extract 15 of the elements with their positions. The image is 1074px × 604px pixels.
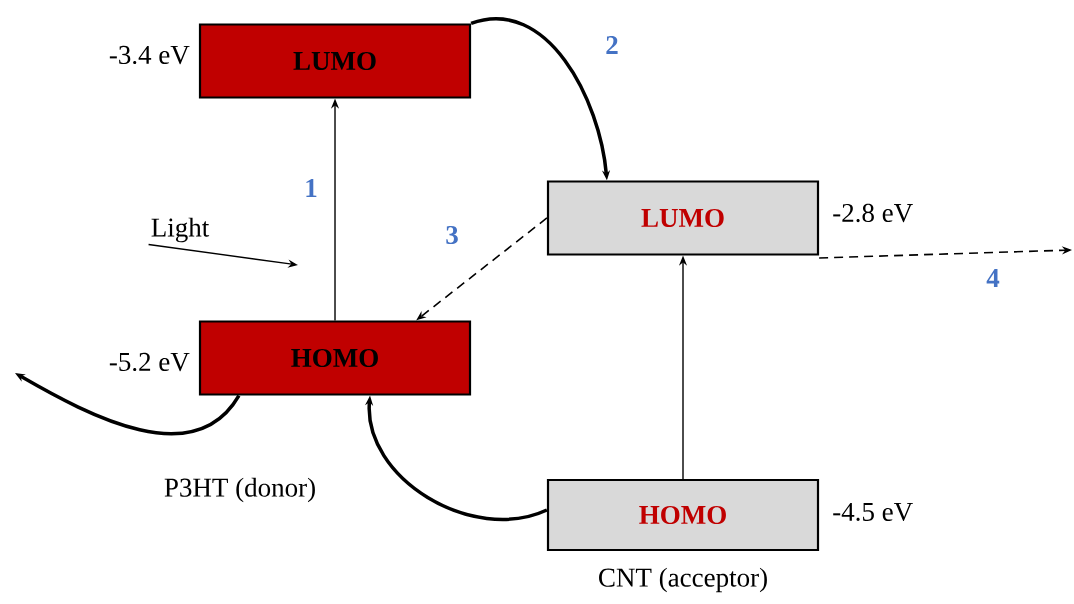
energy-label: -4.5 eV — [833, 502, 913, 522]
edge-label: 2 — [604, 35, 620, 55]
energy-label: -5.2 eV — [109, 352, 190, 372]
energy-level-box: HOMO — [546, 478, 820, 552]
energy-level-box: LUMO — [198, 23, 472, 99]
material-label: P3HT (donor) — [164, 477, 315, 503]
energy-label: -2.8 eV — [833, 203, 913, 223]
energy-level-box: HOMO — [198, 320, 472, 396]
edge-label: 1 — [303, 178, 319, 198]
light-label: Light — [151, 217, 210, 243]
energy-level-box: LUMO — [546, 180, 820, 256]
edge-label: 3 — [444, 224, 460, 246]
material-label: CNT (acceptor) — [599, 567, 767, 593]
energy-label: -3.4 eV — [109, 45, 190, 65]
edge-label: 4 — [985, 268, 1001, 288]
